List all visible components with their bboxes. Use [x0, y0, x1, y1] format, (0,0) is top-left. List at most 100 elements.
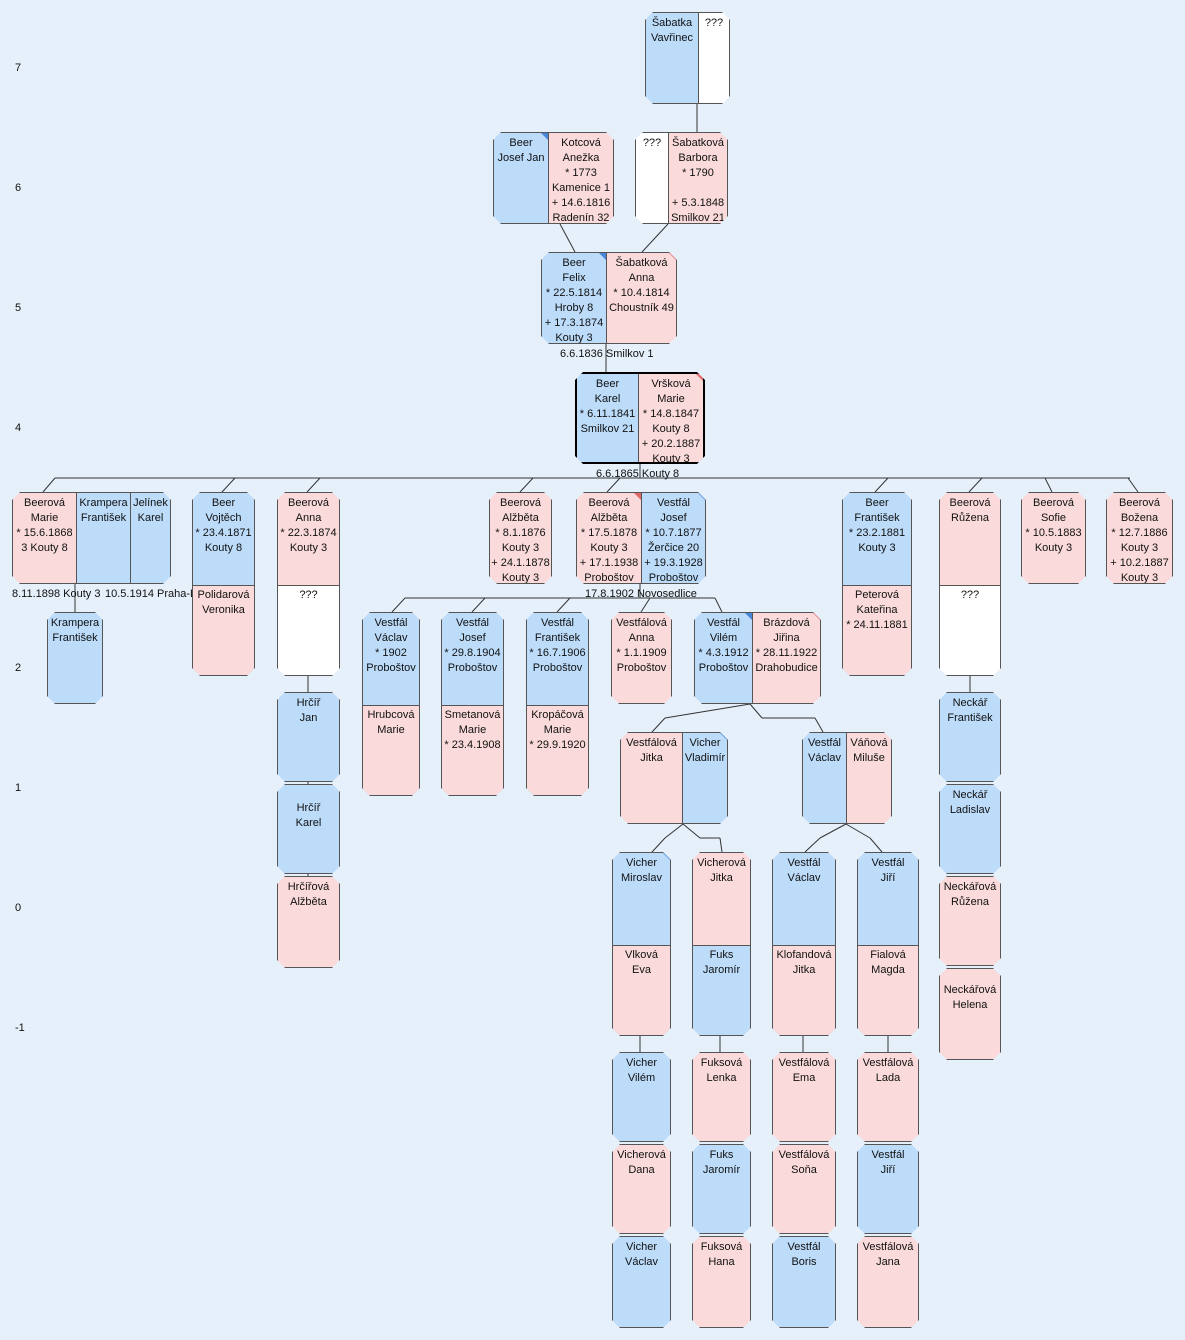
person-card[interactable]: Vestfál Boris	[772, 1236, 836, 1328]
person-name: Vicher Vilém	[626, 1057, 657, 1084]
person-name: ???	[704, 17, 724, 29]
couple-card[interactable]: Vestfálová Jitka Vicher Vladimír	[620, 732, 728, 824]
generation-label: 4	[15, 422, 22, 434]
person-name: Váňová Miluše	[850, 737, 888, 764]
marriage-label: 10.5.1914 Praha-L	[105, 588, 197, 600]
person-name: Vestfál Josef * 29.8.1904 Proboštov	[444, 617, 501, 674]
person-card[interactable]: Neckářová Helena	[939, 968, 1001, 1060]
person-name: Beer Josef Jan	[497, 137, 545, 164]
corner-mark-icon	[669, 253, 676, 260]
person-card[interactable]: Vicher Vilém	[612, 1052, 671, 1142]
person-name: Beer Vojtěch * 23.4.1871 Kouty 8	[195, 497, 252, 554]
spouse-name: Smetanová Marie * 23.4.1908	[444, 709, 501, 751]
couple-card-selected[interactable]: Beer Karel * 6.11.1841 Smilkov 21 Vrškov…	[575, 372, 705, 464]
person-card[interactable]: Vicher Miroslav Vlková Eva	[612, 852, 671, 1036]
person-card[interactable]: Hrčířová Alžběta	[277, 876, 340, 968]
person-name: Beerová Božena * 12.7.1886 Kouty 3 + 10.…	[1110, 497, 1169, 584]
person-card[interactable]: Vestfálová Soňa	[772, 1144, 836, 1234]
person-card[interactable]: Neckář Ladislav	[939, 784, 1001, 874]
person-card[interactable]: Beerová Anna * 22.3.1874 Kouty 3 ???	[277, 492, 340, 676]
person-name: Neckář František	[947, 697, 993, 724]
person-name: Beer František * 23.2.1881 Kouty 3	[848, 497, 906, 554]
person-name: Šabatková Anna * 10.4.1814 Choustník 49	[609, 257, 674, 314]
person-name: Vestfálová Lada	[862, 1057, 914, 1084]
person-name: Beerová Sofie * 10.5.1883 Kouty 3	[1025, 497, 1082, 554]
couple-card[interactable]: Vestfál Vilém * 4.3.1912 Proboštov Brázd…	[694, 612, 821, 704]
person-name: Vestfál Václav	[787, 857, 821, 884]
person-name: Hrčíř Jan	[296, 697, 321, 724]
person-card[interactable]: Vestfálová Ema	[772, 1052, 836, 1142]
person-name: Vicher Vladimír	[684, 737, 726, 764]
marriage-label: 17.8.1902 Novosedlice	[585, 588, 697, 600]
person-card[interactable]: Hrčíř Karel	[277, 784, 340, 874]
person-card[interactable]: Vestfál Jiří Fialová Magda	[857, 852, 919, 1036]
person-name: Vestfál Jiří	[871, 857, 905, 884]
corner-mark-icon	[745, 613, 752, 620]
generation-label: 1	[15, 782, 22, 794]
person-card[interactable]: Beerová Alžběta * 8.1.1876 Kouty 3 + 24.…	[489, 492, 552, 584]
person-card[interactable]: Vestfálová Lada	[857, 1052, 919, 1142]
person-name: Vestfál Vilém * 4.3.1912 Proboštov	[698, 617, 749, 674]
person-name: Krampera František	[50, 617, 100, 644]
person-name: Beerová Anna * 22.3.1874 Kouty 3	[280, 497, 337, 554]
person-card[interactable]: Vestfálová Anna * 1.1.1909 Proboštov	[611, 612, 672, 704]
person-name: Beer Felix * 22.5.1814 Hroby 8 + 17.3.18…	[544, 257, 604, 344]
person-name: Vestfál František * 16.7.1906 Proboštov	[529, 617, 586, 674]
person-card[interactable]: Fuksová Lenka	[692, 1052, 751, 1142]
person-card[interactable]: Fuks Jaromír	[692, 1144, 751, 1234]
corner-mark-icon	[634, 493, 641, 500]
person-name: Vestfál Jiří	[871, 1149, 905, 1176]
person-card[interactable]: Beer Vojtěch * 23.4.1871 Kouty 8 Polidar…	[192, 492, 255, 676]
person-name: Vestfálová Soňa	[778, 1149, 830, 1176]
marriage-label: 6.6.1865 Kouty 8	[596, 468, 680, 480]
family-card[interactable]: Beerová Marie * 15.6.1868 3 Kouty 8 Kram…	[12, 492, 171, 584]
person-name: Neckář Ladislav	[949, 789, 991, 816]
person-card[interactable]: Vestfálová Jana	[857, 1236, 919, 1328]
spouse-name: ???	[960, 589, 980, 601]
person-card[interactable]: Neckářová Růžena	[939, 876, 1001, 966]
person-card[interactable]: Beerová Růžena ???	[939, 492, 1001, 676]
corner-mark-icon	[813, 613, 820, 620]
person-card[interactable]: Vicherová Dana	[612, 1144, 671, 1234]
couple-card[interactable]: ??? Šabatková Barbora * 1790 + 5.3.1848 …	[635, 132, 728, 224]
person-name: Beerová Alžběta * 17.5.1878 Kouty 3 + 17…	[579, 497, 639, 584]
couple-card[interactable]: Vestfál Václav Váňová Miluše	[802, 732, 892, 824]
person-name: Neckářová Růžena	[943, 881, 997, 908]
person-card[interactable]: Vestfál Václav Klofandová Jitka	[772, 852, 836, 1036]
couple-card[interactable]: Beer Felix * 22.5.1814 Hroby 8 + 17.3.18…	[541, 252, 677, 344]
spouse-name: Polidarová Veronika	[197, 589, 250, 616]
person-card[interactable]: Hrčíř Jan	[277, 692, 340, 782]
person-name: Neckářová Helena	[943, 984, 997, 1011]
person-card[interactable]: Vicherová Jitka Fuks Jaromír	[692, 852, 751, 1036]
couple-card[interactable]: Beer Josef Jan Kotcová Anežka * 1773 Kam…	[493, 132, 614, 224]
person-card[interactable]: Krampera František	[47, 612, 103, 704]
generation-label: 0	[15, 902, 22, 914]
person-card[interactable]: Vestfál Josef * 29.8.1904 Proboštov Smet…	[441, 612, 504, 796]
person-card[interactable]: Beerová Božena * 12.7.1886 Kouty 3 + 10.…	[1106, 492, 1173, 584]
person-name: Beer Karel * 6.11.1841 Smilkov 21	[579, 378, 636, 435]
couple-card[interactable]: Beerová Alžběta * 17.5.1878 Kouty 3 + 17…	[576, 492, 706, 584]
couple-card[interactable]: Šabatka Vavřinec ???	[645, 12, 730, 104]
person-name: Šabatková Barbora * 1790 + 5.3.1848 Smil…	[671, 137, 725, 224]
person-card[interactable]: Vestfál František * 16.7.1906 Proboštov …	[526, 612, 589, 796]
person-card[interactable]: Beer František * 23.2.1881 Kouty 3 Peter…	[842, 492, 912, 676]
spouse-name: Hrubcová Marie	[367, 709, 415, 736]
spouse-name: Fialová Magda	[870, 949, 906, 976]
person-card[interactable]: Vicher Václav	[612, 1236, 671, 1328]
person-card[interactable]: Vestfál Jiří	[857, 1144, 919, 1234]
spouse-name: Klofandová Jitka	[776, 949, 832, 976]
person-card[interactable]: Fuksová Hana	[692, 1236, 751, 1328]
corner-mark-icon	[663, 853, 670, 860]
generation-label: 5	[15, 302, 22, 314]
marriage-label: 6.6.1836 Smilkov 1	[560, 348, 654, 360]
spouse-name: ???	[299, 589, 318, 601]
generation-label: 6	[15, 182, 22, 194]
person-card[interactable]: Beerová Sofie * 10.5.1883 Kouty 3	[1021, 492, 1086, 584]
generation-label: 2	[15, 662, 22, 674]
person-card[interactable]: Vestfál Václav * 1902 Proboštov Hrubcová…	[362, 612, 420, 796]
person-card[interactable]: Neckář František	[939, 692, 1001, 782]
person-name: Hrčíř Karel	[295, 802, 322, 829]
person-name: Vestfálová Jana	[862, 1241, 914, 1268]
person-name: Brázdová Jiřina * 28.11.1922 Drahobudice	[755, 617, 818, 674]
person-name: Beerová Alžběta * 8.1.1876 Kouty 3 + 24.…	[491, 497, 550, 584]
